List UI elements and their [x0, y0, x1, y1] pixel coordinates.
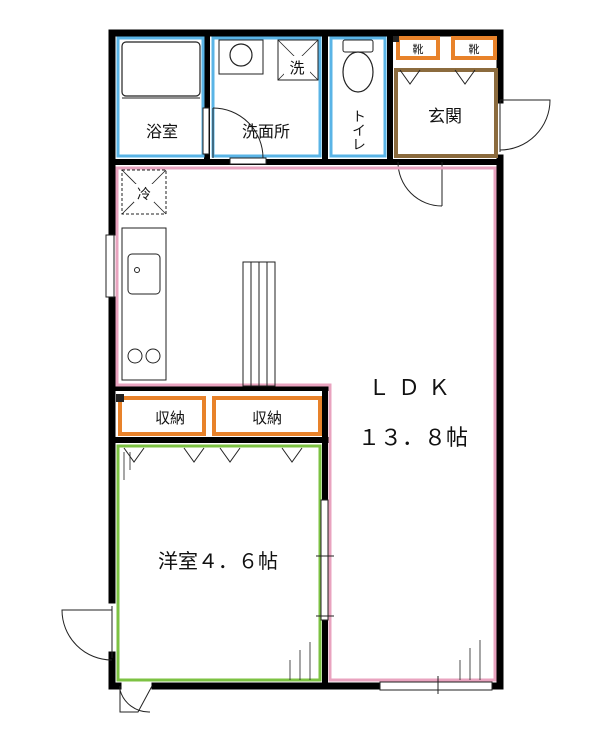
washer-mark: 洗 — [289, 59, 304, 77]
closet-left: 収納 — [118, 396, 206, 436]
ldk-name-label: ＬＤＫ — [368, 376, 458, 401]
washroom: 洗 洗面所 — [211, 36, 322, 165]
fridge-icon: 冷 — [121, 169, 167, 215]
ldk-size-label: １３．８帖 — [358, 426, 468, 451]
closet-right-label: 収納 — [252, 409, 282, 427]
washing-machine-icon: 洗 — [277, 39, 319, 81]
shoe-closet-left-label: 靴 — [413, 42, 424, 56]
stairs — [242, 261, 276, 387]
toilet: トイレ — [329, 36, 387, 158]
shoe-closet-right: 靴 — [451, 36, 497, 85]
shoe-closet-right-label: 靴 — [469, 42, 480, 56]
western-room: 洋室４．６帖 — [61, 444, 334, 713]
shoe-closet-left: 靴 — [396, 36, 440, 85]
entrance-label: 玄関 — [428, 107, 462, 127]
fridge-mark: 冷 — [137, 187, 151, 203]
bathroom-label: 浴室 — [146, 122, 178, 141]
entrance: 玄関 — [394, 68, 551, 207]
kitchen-counter — [105, 227, 167, 381]
closet-right: 収納 — [212, 396, 322, 436]
ldk-room: 冷 ＬＤＫ １３．８帖 — [105, 166, 497, 694]
washroom-label: 洗面所 — [242, 122, 290, 141]
closet-left-label: 収納 — [155, 409, 185, 427]
toilet-label: トイレ — [350, 109, 366, 151]
interior-walls — [112, 33, 500, 686]
bathroom: 浴室 — [116, 36, 210, 158]
western-room-label: 洋室４．６帖 — [158, 549, 278, 573]
